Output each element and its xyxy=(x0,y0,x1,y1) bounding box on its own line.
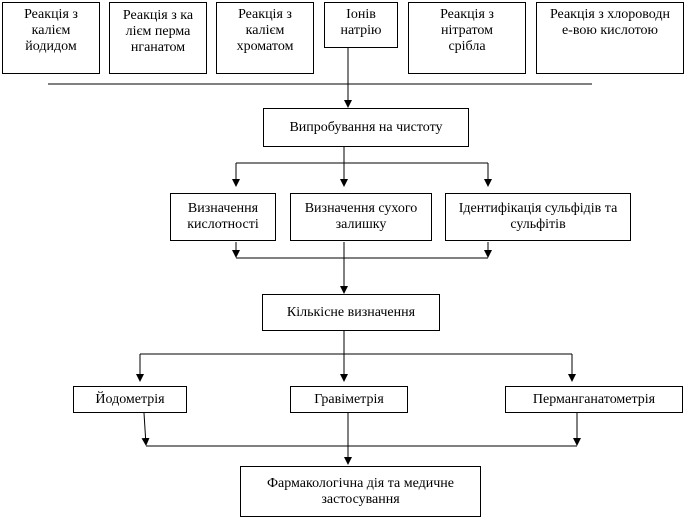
gravimetry-label: Гравіметрія xyxy=(314,391,384,407)
permanganatometry-box: Перманганатометрія xyxy=(505,386,683,413)
reaction-potassium-iodide-box: Реакція з калієм йодидом xyxy=(2,2,100,74)
dry-residue-label: Визначення сухого залишку xyxy=(304,201,418,232)
reaction-hydrochloric-acid-label: Реакція з хлороводне-вою кислотою xyxy=(549,7,671,38)
sodium-ions-label: Іонів натрію xyxy=(340,7,382,38)
dry-residue-box: Визначення сухого залишку xyxy=(290,193,432,241)
purity-test-label: Випробування на чистоту xyxy=(289,119,443,135)
reaction-silver-nitrate-box: Реакція з нітратом срібла xyxy=(408,2,526,74)
reaction-silver-nitrate-label: Реакція з нітратом срібла xyxy=(440,7,494,54)
acidity-box: Визначення кислотності xyxy=(170,193,276,241)
quantitative-box: Кількісне визначення xyxy=(262,294,440,331)
iodometry-box: Йодометрія xyxy=(73,386,187,413)
quantitative-label: Кількісне визначення xyxy=(286,304,416,320)
reaction-potassium-iodide-label: Реакція з калієм йодидом xyxy=(24,7,78,54)
gravimetry-box: Гравіметрія xyxy=(290,386,408,413)
reaction-potassium-chromate-box: Реакція з калієм хроматом xyxy=(216,2,314,74)
acidity-label: Визначення кислотності xyxy=(187,201,259,232)
pharmacology-label: Фармакологічна дія та медичне застосуван… xyxy=(266,475,455,507)
sulfides-sulfites-label: Ідентифікація сульфідів та сульфітів xyxy=(458,201,618,232)
reaction-hydrochloric-acid-box: Реакція з хлороводне-вою кислотою xyxy=(536,2,684,74)
pharmacology-box: Фармакологічна дія та медичне застосуван… xyxy=(240,466,481,517)
permanganatometry-label: Перманганатометрія xyxy=(532,391,656,407)
reaction-potassium-permanganate-box: Реакція з калієм перманганатом xyxy=(109,2,207,74)
iodometry-label: Йодометрія xyxy=(95,391,165,407)
sodium-ions-box: Іонів натрію xyxy=(324,2,398,48)
reaction-potassium-permanganate-label: Реакція з калієм перманганатом xyxy=(122,8,194,55)
reaction-potassium-chromate-label: Реакція з калієм хроматом xyxy=(236,7,294,54)
sulfides-sulfites-box: Ідентифікація сульфідів та сульфітів xyxy=(445,193,631,241)
purity-test-box: Випробування на чистоту xyxy=(263,108,469,147)
iodometry-drop-arrow xyxy=(141,412,150,446)
